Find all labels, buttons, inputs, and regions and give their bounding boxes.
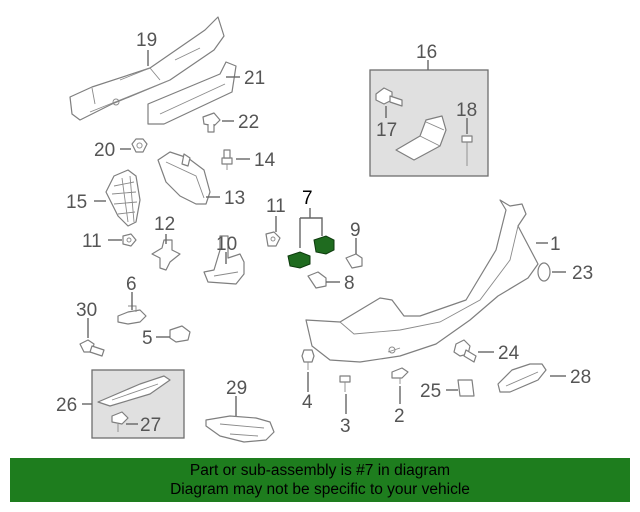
part-18-screw[interactable] [461,135,473,166]
part-6-bracket-clip[interactable] [117,305,147,325]
callout-11b: 11 [266,196,286,217]
notice-line-2: Diagram may not be specific to your vehi… [170,481,470,498]
callout-5: 5 [142,328,153,349]
part-13-side-bracket[interactable] [157,151,211,205]
part-1-bumper-cover[interactable] [305,199,539,363]
callout-13: 13 [224,188,245,209]
callout-25: 25 [420,381,441,402]
part-17-bolt[interactable] [375,87,403,107]
callout-29: 29 [226,378,247,399]
callout-16: 16 [416,42,437,63]
part-16-mount-bracket[interactable] [395,115,447,161]
part-20-nut[interactable] [131,138,148,153]
part-23-grommet[interactable] [537,262,551,282]
leader-7 [299,208,323,248]
callout-17: 17 [376,120,397,141]
part-8-clip[interactable] [307,271,327,289]
part-19-reinforcement-bar[interactable] [69,16,225,121]
callout-28: 28 [570,367,591,388]
callout-12: 12 [154,214,175,235]
part-24-bolt[interactable] [453,339,477,363]
callout-27: 27 [140,415,161,436]
callout-2: 2 [394,406,405,427]
part-30-screw[interactable] [79,339,105,357]
callout-15: 15 [66,192,87,213]
part-7-highlighted-brackets[interactable] [287,235,335,269]
callout-20: 20 [94,140,115,161]
part-21-energy-absorber[interactable] [147,61,237,125]
callout-26: 26 [56,395,77,416]
part-9-clip[interactable] [345,253,363,269]
callout-7: 7 [302,188,313,209]
part-25-plug[interactable] [457,379,475,397]
callout-1: 1 [550,234,561,255]
part-28-reflector[interactable] [497,363,547,393]
part-5-clip[interactable] [169,325,191,343]
part-15-reflector-grille[interactable] [105,169,141,227]
part-10-side-guide[interactable] [203,235,245,285]
callout-11a: 11 [82,231,102,252]
callout-19: 19 [136,30,157,51]
part-27-clip[interactable] [111,411,129,432]
callout-24: 24 [498,343,520,364]
callout-30: 30 [76,300,97,321]
callout-8: 8 [344,273,355,294]
part-29-lamp-housing[interactable] [205,415,275,443]
notice-banner: Part or sub-assembly is #7 in diagram Di… [10,458,630,502]
callout-3: 3 [340,416,351,437]
part-22-push-clip[interactable] [202,112,221,133]
callout-21: 21 [244,68,265,89]
notice-line-1: Part or sub-assembly is #7 in diagram [189,462,451,479]
callout-18: 18 [456,100,477,121]
part-14-retainer-clip[interactable] [221,149,233,170]
part-2-clip[interactable] [391,367,409,384]
part-26-trim-strip[interactable] [97,375,171,407]
callout-4: 4 [302,392,313,413]
callout-14: 14 [254,150,276,171]
part-3-screw[interactable] [339,375,351,392]
callout-22: 22 [238,112,259,133]
callout-23: 23 [572,263,593,284]
part-11-clip-center[interactable] [265,231,281,247]
callout-9: 9 [350,220,361,241]
callout-10: 10 [216,234,237,255]
part-12-mount-bracket[interactable] [151,239,181,271]
part-11-clip-left[interactable] [122,233,137,247]
part-4-bolt[interactable] [301,349,315,370]
callout-6: 6 [126,274,137,295]
